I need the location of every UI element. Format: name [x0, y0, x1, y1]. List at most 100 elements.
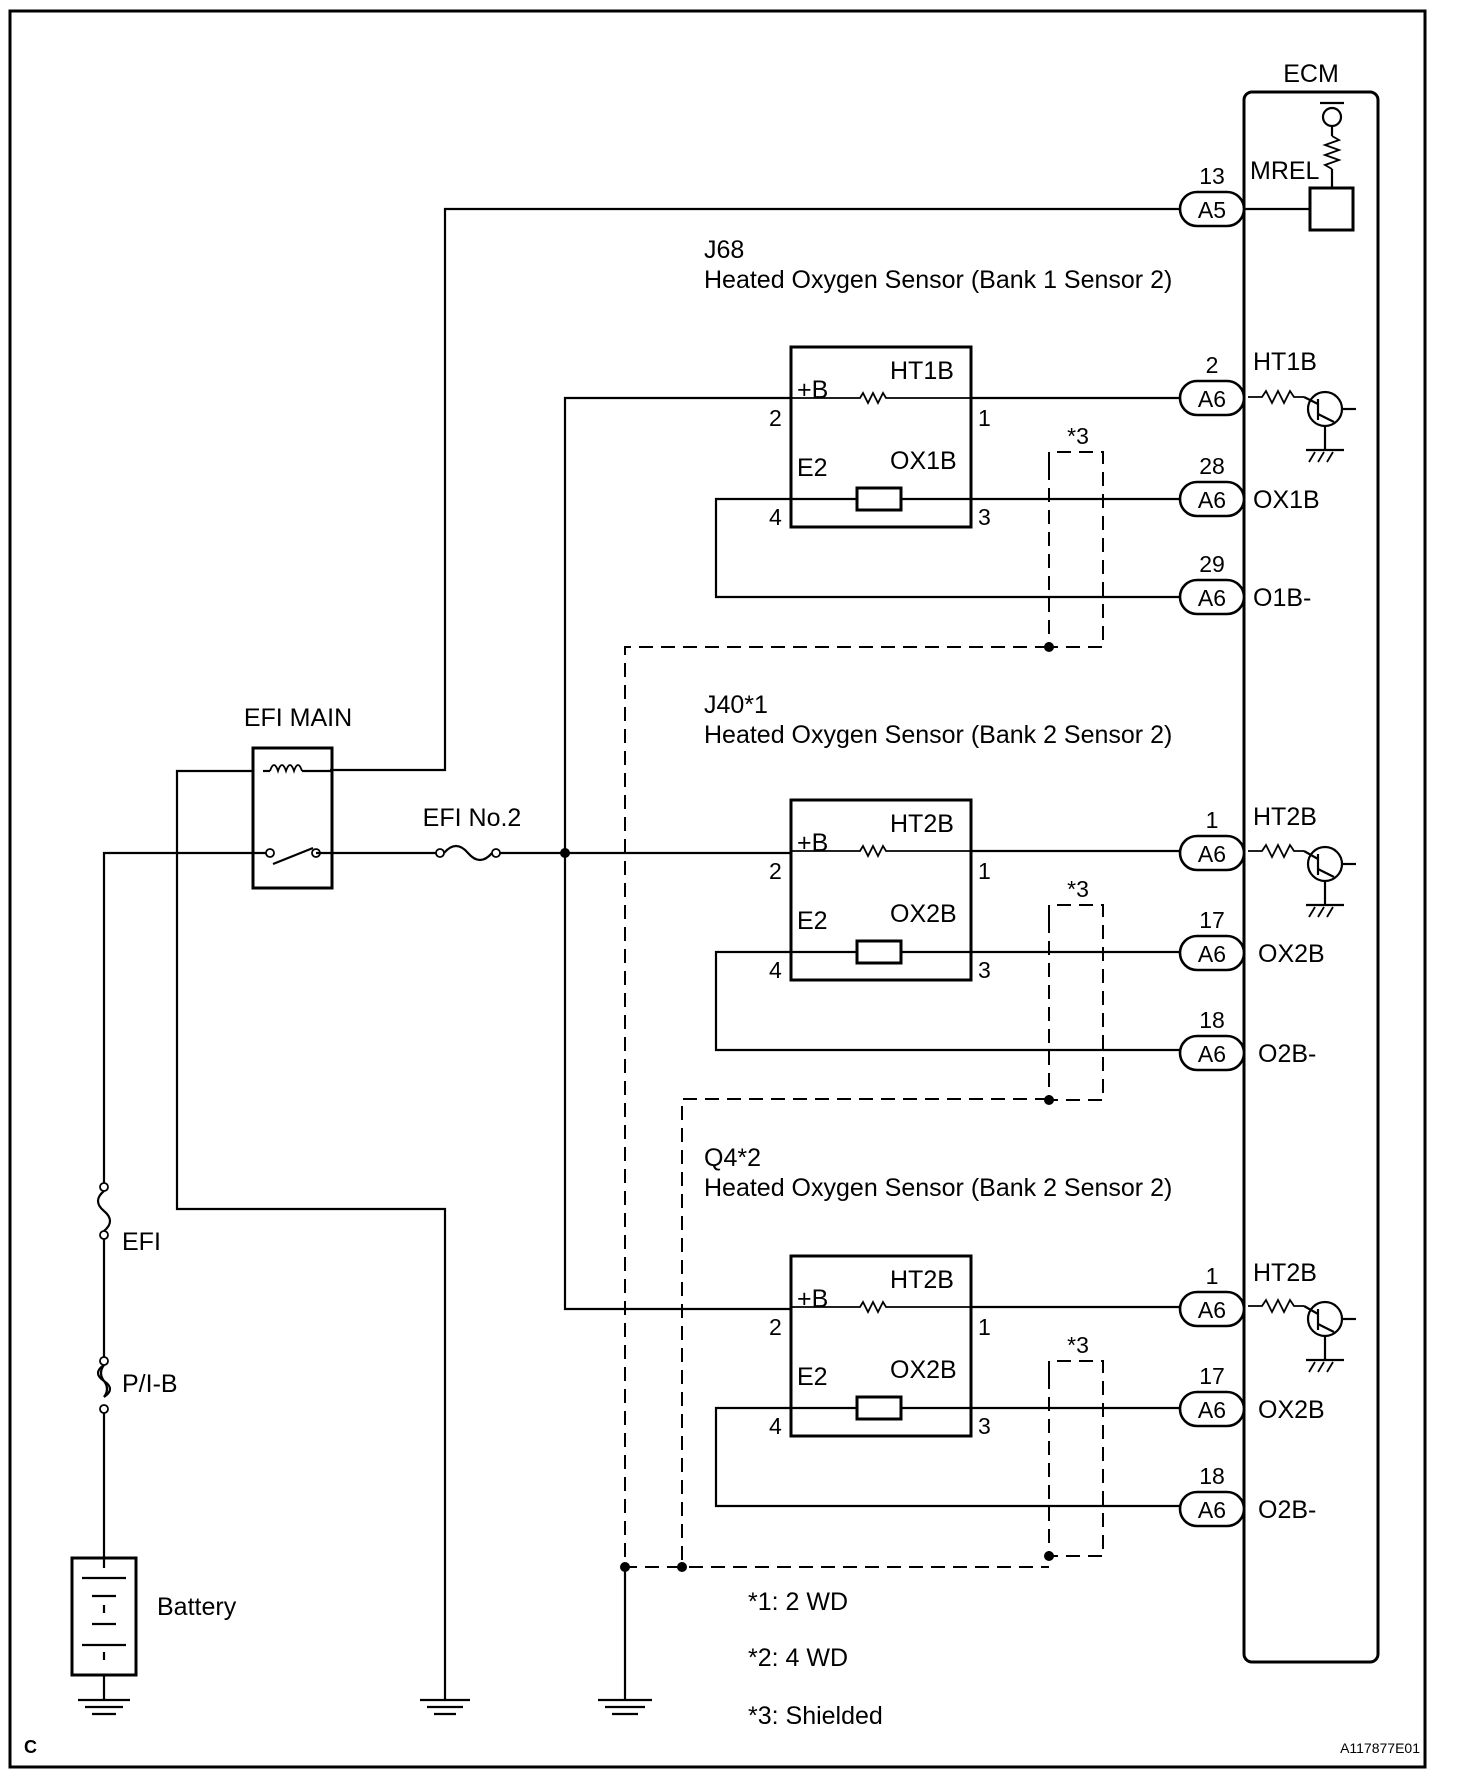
sensor-pin: 3: [978, 504, 991, 530]
terminal-pin: 13: [1199, 163, 1225, 189]
ecm-terminal: A5 13 MREL: [1178, 157, 1320, 228]
mrel-wire: [330, 207, 1180, 772]
sensor-heater: HT2B: [890, 810, 954, 838]
terminal-signal: O1B-: [1253, 584, 1311, 612]
sensor-pin: 1: [978, 858, 991, 884]
terminal-signal: HT1B: [1253, 348, 1317, 376]
ecm-title: ECM: [1283, 60, 1339, 88]
ecm-terminal: A6 1 HT2B: [1178, 1259, 1317, 1328]
sensor-name: Heated Oxygen Sensor (Bank 2 Sensor 2): [704, 1174, 1172, 1202]
sensor-e2: E2: [797, 907, 828, 935]
terminal-pin: 17: [1199, 907, 1225, 933]
sensor-name: Heated Oxygen Sensor (Bank 2 Sensor 2): [704, 721, 1172, 749]
sensor-heater: HT1B: [890, 357, 954, 385]
sensor-plus-b: +B: [797, 1285, 828, 1313]
ground-shield: [598, 1698, 652, 1716]
sensor-ox: OX2B: [890, 900, 957, 928]
terminal-connector: A6: [1198, 1397, 1226, 1423]
terminal-signal: O2B-: [1258, 1496, 1316, 1524]
sensor-e2: E2: [797, 454, 828, 482]
ecm-terminal: A6 1 HT2B: [1178, 803, 1317, 872]
sensor-e2: E2: [797, 1363, 828, 1391]
terminal-connector: A6: [1198, 585, 1226, 611]
terminal-signal: OX2B: [1258, 940, 1325, 968]
note-1: *1: 2 WD: [748, 1588, 848, 1616]
battery-label: Battery: [157, 1593, 237, 1621]
ground-relay: [420, 1698, 470, 1716]
sensor-pin: 4: [769, 504, 782, 530]
sensor-pin: 3: [978, 957, 991, 983]
relay-label: EFI MAIN: [244, 704, 352, 732]
terminal-connector: A5: [1198, 197, 1226, 223]
efi-main-relay: EFI MAIN: [244, 704, 352, 890]
terminal-pin: 17: [1199, 1363, 1225, 1389]
sensor-pin: 4: [769, 1413, 782, 1439]
terminal-connector: A6: [1198, 487, 1226, 513]
sensor-ox: OX2B: [890, 1356, 957, 1384]
ecm-terminal: A6 2 HT1B: [1178, 348, 1317, 417]
terminal-signal: HT2B: [1253, 1259, 1317, 1287]
terminal-connector: A6: [1198, 1297, 1226, 1323]
efi-fuse-label: EFI: [122, 1228, 161, 1256]
corner-mark: C: [24, 1737, 37, 1757]
efi-fuse: EFI: [96, 1182, 161, 1256]
terminal-pin: 28: [1199, 453, 1225, 479]
sensor-pin: 2: [769, 858, 782, 884]
terminal-signal: MREL: [1250, 157, 1320, 185]
shield-mark: *3: [1067, 876, 1089, 902]
terminal-signal: OX2B: [1258, 1396, 1325, 1424]
sensor-pin: 3: [978, 1413, 991, 1439]
terminal-signal: HT2B: [1253, 803, 1317, 831]
sensor-code: Q4*2: [704, 1144, 761, 1172]
terminal-signal: OX1B: [1253, 486, 1320, 514]
figure-id: A117877E01: [1340, 1740, 1420, 1756]
note-3: *3: Shielded: [748, 1702, 883, 1730]
terminal-connector: A6: [1198, 386, 1226, 412]
note-2: *2: 4 WD: [748, 1644, 848, 1672]
shield-mark: *3: [1067, 423, 1089, 449]
battery-feed-wire: [102, 851, 266, 1183]
relay-ground-wire: [175, 769, 447, 1700]
terminal-pin: 18: [1199, 1007, 1225, 1033]
terminal-pin: 1: [1206, 1263, 1219, 1289]
shield-drain-1: [624, 646, 1049, 1568]
terminal-pin: 29: [1199, 551, 1225, 577]
efi-no2-label: EFI No.2: [423, 804, 522, 832]
diagram-frame: [8, 9, 1427, 1769]
ground-battery: [78, 1698, 130, 1716]
sensor-code: J68: [704, 236, 744, 264]
sensor-pin: 2: [769, 405, 782, 431]
terminal-pin: 2: [1206, 352, 1219, 378]
pib-fuse: P/I-B: [96, 1356, 178, 1414]
terminal-connector: A6: [1198, 841, 1226, 867]
sensor-pin: 1: [978, 1314, 991, 1340]
ht-driver-2: [1248, 842, 1356, 918]
sensor-pin: 2: [769, 1314, 782, 1340]
sensor-heater: HT2B: [890, 1266, 954, 1294]
pib-fuse-label: P/I-B: [122, 1370, 178, 1398]
sensor-plus-b: +B: [797, 376, 828, 404]
sensor-pin: 1: [978, 405, 991, 431]
terminal-connector: A6: [1198, 1041, 1226, 1067]
sensor-ox: OX1B: [890, 447, 957, 475]
ht-driver-1: [1248, 388, 1356, 463]
terminal-connector: A6: [1198, 941, 1226, 967]
terminal-signal: O2B-: [1258, 1040, 1316, 1068]
terminal-connector: A6: [1198, 1497, 1226, 1523]
sensor-pin: 4: [769, 957, 782, 983]
terminal-pin: 1: [1206, 807, 1219, 833]
sensor-code: J40*1: [704, 691, 768, 719]
shield-drain-2: [681, 1098, 1049, 1567]
battery: Battery: [70, 1556, 237, 1677]
sensor-plus-b: +B: [797, 829, 828, 857]
